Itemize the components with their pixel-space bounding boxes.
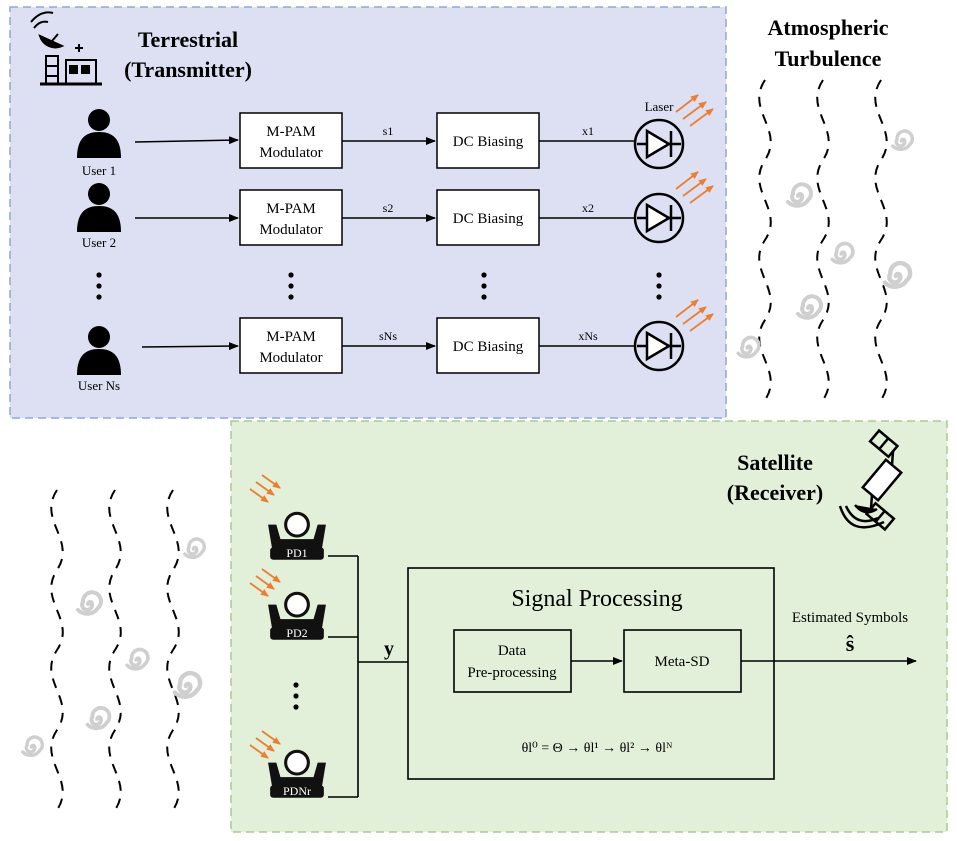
swirl-icon [85, 705, 112, 731]
swirl-icon [125, 647, 150, 671]
preprocessing-box [453, 629, 572, 693]
pd2-label: PD2 [286, 626, 307, 640]
biasing-box-1 [436, 112, 540, 169]
satellite-icon [838, 428, 903, 532]
ellipsis-dots [96, 272, 662, 710]
swirl-icon [885, 263, 910, 287]
modulator-ns-line2: Modulator [259, 350, 322, 366]
terrestrial-title-1: Terrestrial [138, 27, 238, 52]
turbulence-title-1: Atmospheric [768, 15, 889, 40]
swirl-icon [891, 129, 915, 152]
turbulence-waves-top [758, 79, 888, 401]
metasd-label: Meta-SD [655, 654, 710, 670]
metasd-box [623, 629, 742, 693]
laser-label: Laser [645, 99, 675, 114]
laser-diode-icon [633, 118, 685, 170]
pd1-label: PD1 [286, 546, 307, 560]
s2-label: s2 [383, 201, 394, 215]
arrow-userns-mod [141, 342, 239, 351]
swirl-icon [21, 735, 45, 758]
s-hat-label: ŝ [846, 631, 855, 656]
biasing-1-label: DC Biasing [453, 134, 524, 150]
x1-label: x1 [582, 124, 594, 138]
satellite-title-2: (Receiver) [727, 480, 823, 505]
modulator-box-1 [239, 112, 343, 169]
arrow-user1-mod [134, 136, 239, 145]
swirl-icon [76, 590, 103, 616]
y-label: y [384, 638, 394, 660]
preprocessing-line2: Pre-processing [467, 665, 557, 681]
modulator-ns-line1: M-PAM [266, 329, 315, 345]
terrestrial-title-2: (Transmitter) [124, 57, 252, 82]
sns-label: sNs [379, 329, 397, 343]
swirl-icon [830, 241, 855, 265]
modulator-1-line1: M-PAM [266, 124, 315, 140]
swirl-icon [183, 537, 207, 560]
swirl-icon [736, 335, 761, 359]
swirl-icon [175, 673, 200, 697]
pdnr-label: PDNr [283, 784, 311, 798]
ground-station-icon [30, 11, 102, 86]
preprocessing-line1: Data [498, 643, 527, 659]
swirl-icon [796, 294, 823, 320]
turbulence-waves-bottom [50, 489, 180, 811]
signal-processing-title: Signal Processing [511, 586, 682, 612]
satellite-title-1: Satellite [737, 450, 813, 475]
user-ns-label: User Ns [78, 378, 120, 393]
swirl-icon [786, 182, 813, 208]
turbulence-title-2: Turbulence [775, 46, 882, 71]
user-2-label: User 2 [82, 235, 116, 250]
biasing-2-label: DC Biasing [453, 211, 524, 227]
modulator-2-line2: Modulator [259, 222, 322, 238]
estimated-symbols-label: Estimated Symbols [792, 610, 908, 626]
terrestrial-region [9, 6, 727, 419]
user-1-label: User 1 [82, 163, 116, 178]
modulator-box-2 [239, 189, 343, 246]
s1-label: s1 [383, 124, 394, 138]
x2-label: x2 [582, 201, 594, 215]
pd-incoming-beams [249, 474, 281, 759]
xns-label: xNs [578, 329, 598, 343]
biasing-ns-label: DC Biasing [453, 339, 524, 355]
biasing-box-2 [436, 189, 540, 246]
laser-diode-icon [633, 192, 685, 244]
laser-beam-icon [675, 94, 714, 332]
modulator-box-ns [239, 317, 343, 374]
modulator-1-line2: Modulator [259, 145, 322, 161]
laser-diode-icon [633, 320, 685, 372]
modulator-2-line1: M-PAM [266, 201, 315, 217]
theta-chain: θl⁰ = Θ → θl¹ → θl² → θlᴺ [522, 741, 673, 756]
